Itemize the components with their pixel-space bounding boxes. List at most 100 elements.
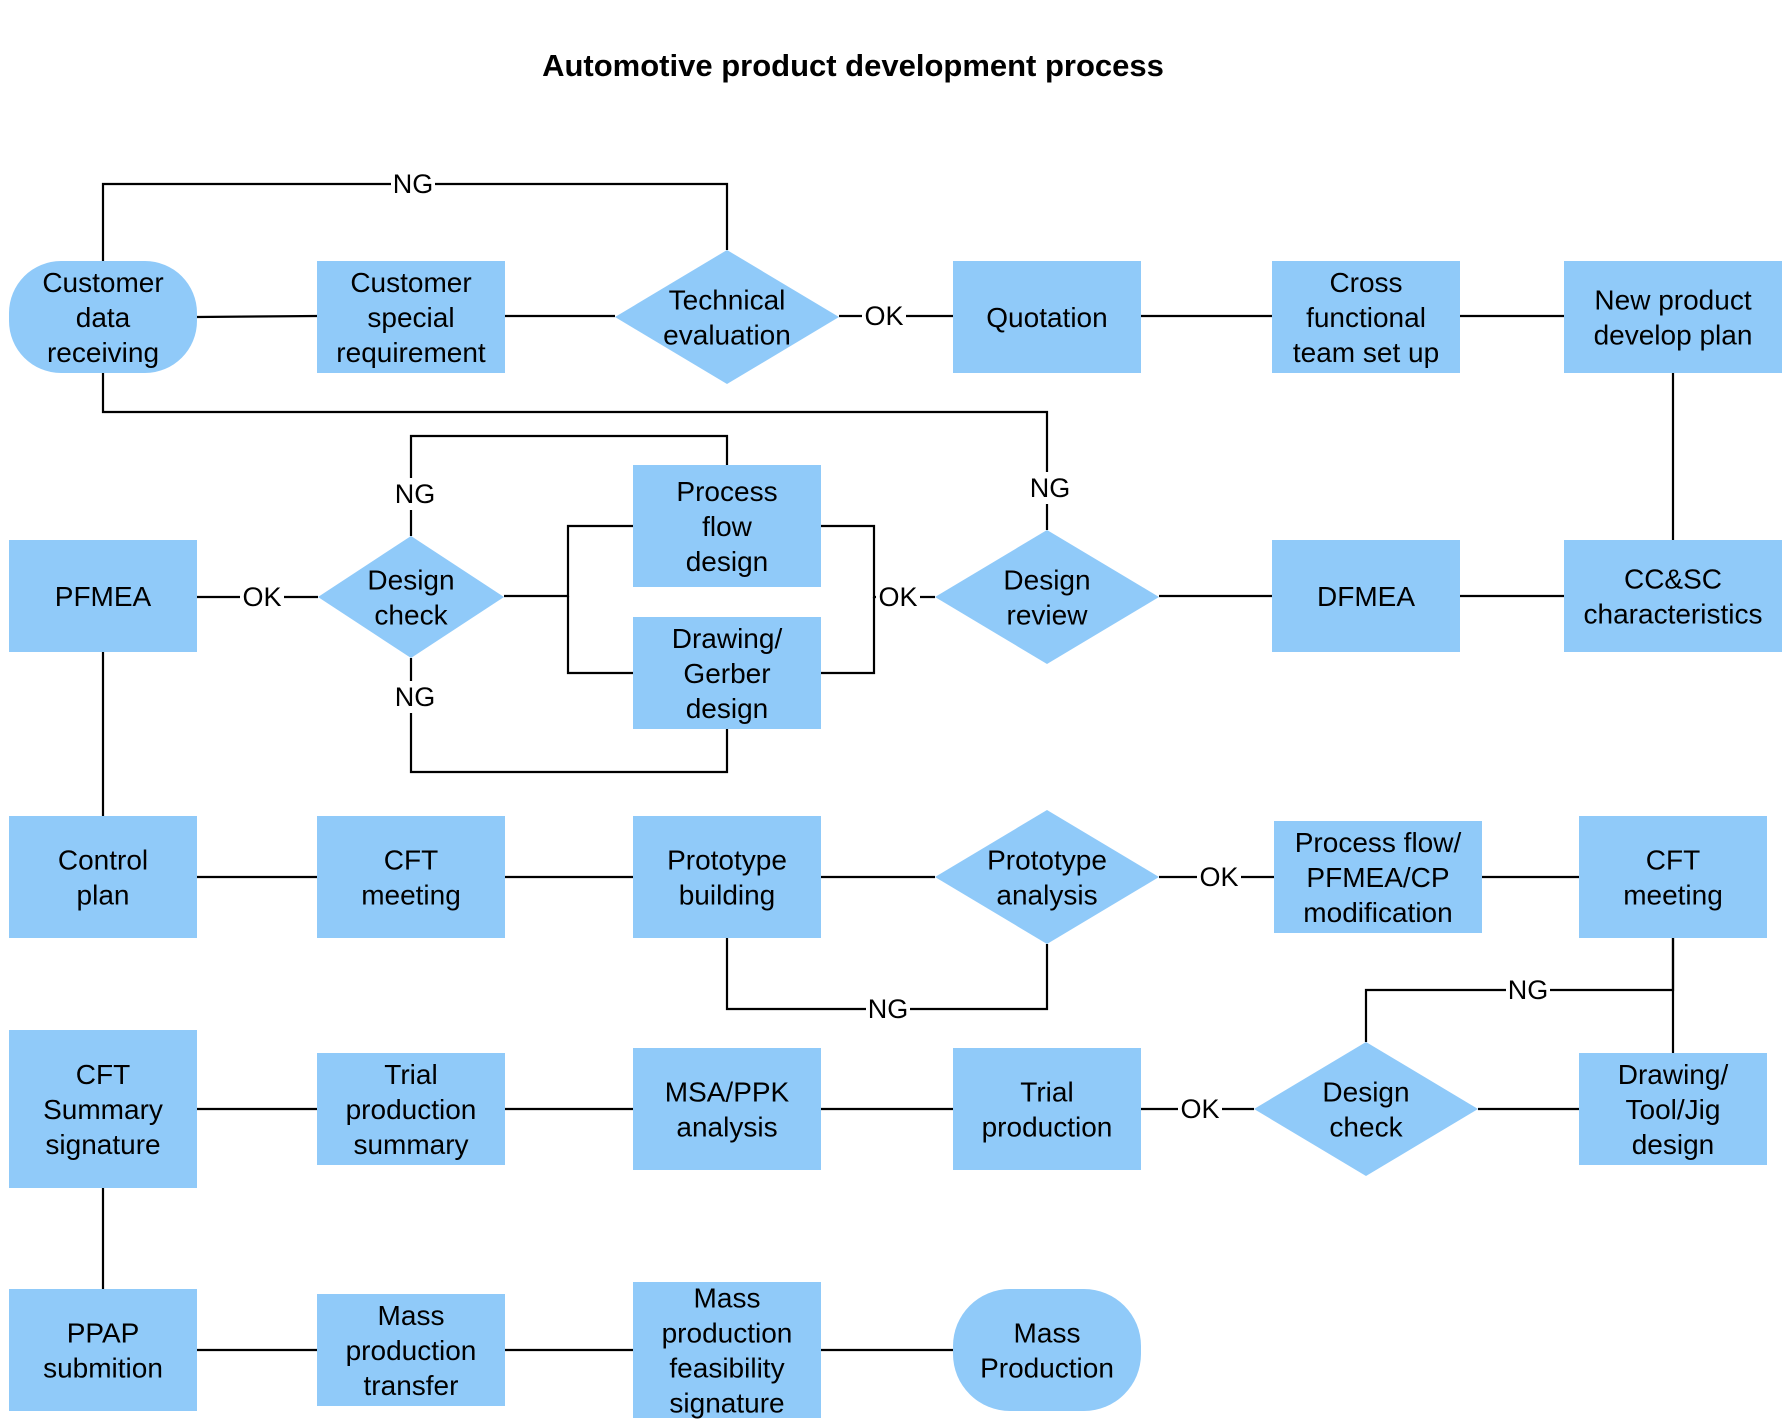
node-label-line: Design <box>1003 565 1090 596</box>
node-label-line: signature <box>45 1129 160 1160</box>
node-label-line: evaluation <box>663 320 791 351</box>
process-box <box>1579 816 1767 938</box>
edge-label-ng: NG <box>393 681 437 713</box>
node-label-line: PFMEA/CP <box>1306 862 1449 893</box>
edge-label-text: NG <box>395 479 436 509</box>
process-box <box>633 617 821 729</box>
connector-n8-n10 <box>409 658 729 774</box>
process-box <box>633 1048 821 1170</box>
node-label-line: Drawing/ <box>1618 1059 1729 1090</box>
edge-label-text: OK <box>1180 1094 1219 1124</box>
node-label-line: summary <box>353 1129 468 1160</box>
node-label-line: transfer <box>364 1370 459 1401</box>
node-label-line: CFT <box>76 1059 130 1090</box>
edge-label-ok: OK <box>1178 1093 1222 1125</box>
node-label-line: meeting <box>361 880 461 911</box>
node-label-line: meeting <box>1623 880 1723 911</box>
node-label-line: Tool/Jig <box>1626 1094 1721 1125</box>
process-box <box>953 1048 1141 1170</box>
node-label-line: CC&SC <box>1624 564 1722 595</box>
process-node-n6: New product develop plan <box>1564 261 1782 373</box>
edge-label-background <box>876 581 920 613</box>
process-box <box>953 261 1141 373</box>
decision-diamond <box>318 536 504 658</box>
edge-label-background <box>391 168 435 200</box>
node-label-line: New product <box>1594 285 1751 316</box>
node-label-line: Process flow/ <box>1295 827 1462 858</box>
node-label-line: PFMEA <box>55 581 152 612</box>
node-label-line: develop plan <box>1594 320 1753 351</box>
edge-label-ng: NG <box>1028 472 1072 504</box>
edge-label-text: NG <box>1030 473 1071 503</box>
edge-label-ng: NG <box>391 168 435 200</box>
diagram-title: Automotive product development process <box>542 48 1164 83</box>
node-label-line: design <box>686 546 769 577</box>
decision-diamond <box>615 250 839 384</box>
edge-label-background <box>393 478 437 510</box>
process-node-n4: Quotation <box>953 261 1141 373</box>
edge-label-text: OK <box>878 582 917 612</box>
edge-label-text: NG <box>868 994 909 1024</box>
process-box <box>317 261 505 373</box>
process-box <box>633 465 821 587</box>
node-label-line: characteristics <box>1584 599 1763 630</box>
node-label-line: Trial <box>1020 1077 1073 1108</box>
node-label-line: requirement <box>336 337 486 368</box>
node-label-line: functional <box>1306 302 1426 333</box>
edge-label-background <box>1178 1093 1222 1125</box>
node-label-line: production <box>346 1094 477 1125</box>
node-label-line: production <box>662 1318 793 1349</box>
node-label-line: Customer <box>350 267 471 298</box>
node-label-line: production <box>346 1335 477 1366</box>
decision-node-n3: Technical evaluation <box>615 250 839 384</box>
process-node-n23: Trial production <box>953 1048 1141 1170</box>
decision-diamond <box>935 530 1159 664</box>
node-label-line: team set up <box>1293 337 1439 368</box>
node-label-line: Technical <box>669 285 786 316</box>
process-box <box>317 1053 505 1165</box>
node-label-line: Prototype <box>667 845 787 876</box>
process-box <box>317 1294 505 1406</box>
connector-n10-n8 <box>566 596 633 675</box>
process-box <box>9 540 197 652</box>
node-label-line: DFMEA <box>1317 581 1415 612</box>
node-label-line: check <box>1329 1112 1403 1143</box>
process-box <box>1274 821 1482 933</box>
connector-n9-n8 <box>504 524 633 598</box>
terminal-shape <box>953 1289 1141 1411</box>
node-label-line: Trial <box>384 1059 437 1090</box>
node-label-line: Production <box>980 1353 1114 1384</box>
node-label-line: data <box>76 302 131 333</box>
edge-label-background <box>1506 974 1550 1006</box>
edge-label-background <box>240 581 284 613</box>
process-node-n13: CC&SC characteristics <box>1564 540 1782 652</box>
edge-label-background <box>1197 861 1241 893</box>
node-label-line: PPAP <box>67 1318 140 1349</box>
process-box <box>1272 261 1460 373</box>
node-label-line: plan <box>77 880 130 911</box>
node-label-line: modification <box>1303 897 1452 928</box>
edge-label-text: NG <box>393 169 434 199</box>
edge-label-ok: OK <box>240 581 284 613</box>
process-box <box>317 816 505 938</box>
node-label-line: MSA/PPK <box>665 1077 790 1108</box>
edge-label-ng: NG <box>393 478 437 510</box>
edge-label-ok: OK <box>876 581 920 613</box>
process-box <box>633 816 821 938</box>
edge-label-background <box>1028 472 1072 504</box>
node-label-line: production <box>982 1112 1113 1143</box>
node-label-line: receiving <box>47 337 159 368</box>
node-label-line: Summary <box>43 1094 163 1125</box>
